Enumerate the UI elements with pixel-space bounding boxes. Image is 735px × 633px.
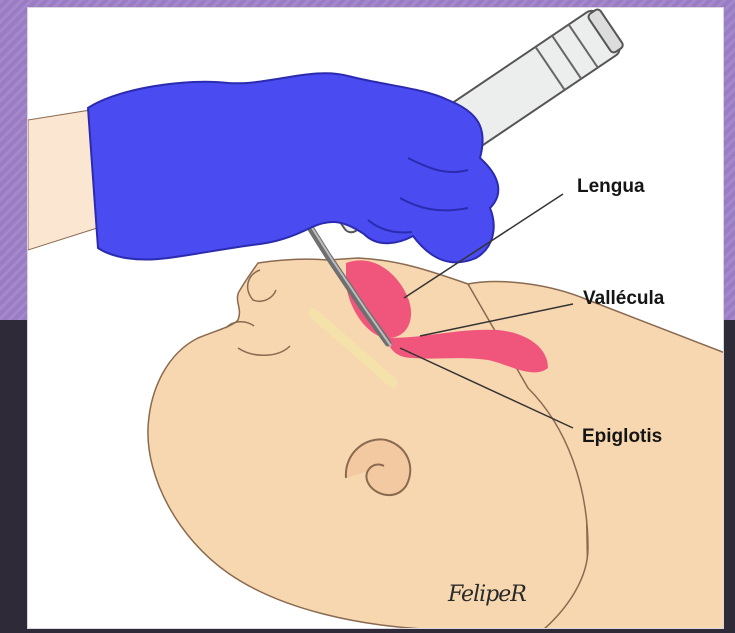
artist-signature: FelipeR	[448, 582, 526, 607]
intubation-illustration	[28, 8, 724, 629]
label-vallecula: Vallécula	[583, 288, 664, 310]
gloved-hand	[88, 73, 498, 262]
label-epiglottis: Epiglotis	[582, 426, 662, 448]
label-tongue: Lengua	[577, 176, 645, 198]
illustration-panel: Lengua Vallécula Epiglotis FelipeR	[27, 7, 724, 629]
